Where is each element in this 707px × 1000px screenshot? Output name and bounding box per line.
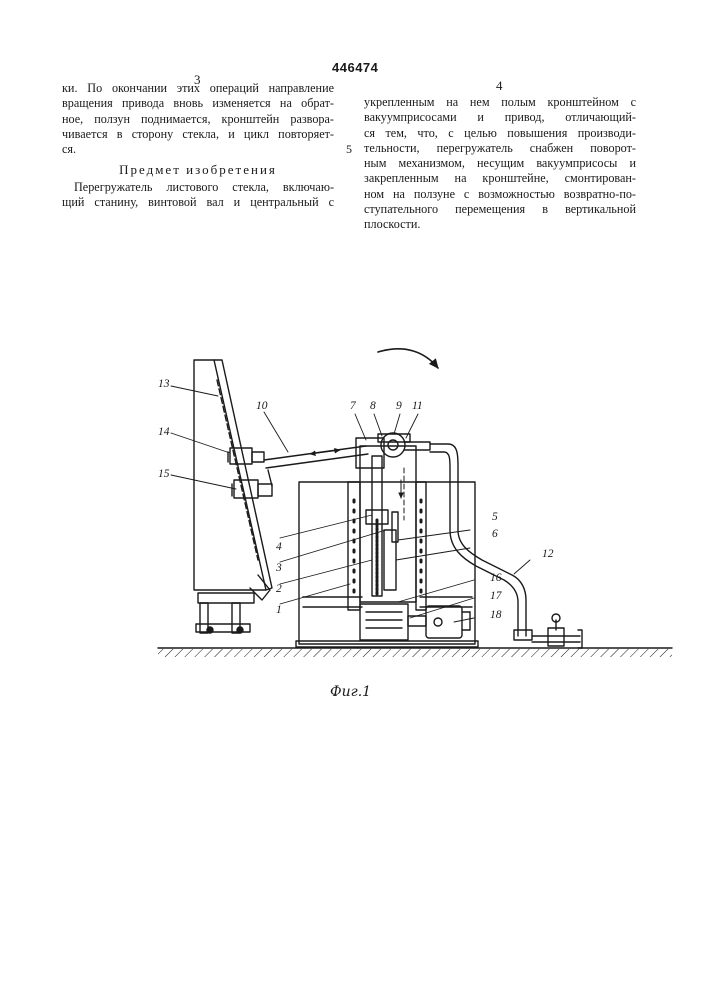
rotation-arrow xyxy=(378,349,438,368)
label-13: 13 xyxy=(158,378,170,390)
screw-column xyxy=(360,446,416,602)
label-4: 4 xyxy=(276,541,282,553)
rotation-head xyxy=(356,433,430,468)
label-18: 18 xyxy=(490,609,502,621)
label-10: 10 xyxy=(256,400,268,412)
label-2: 2 xyxy=(276,583,282,595)
label-7: 7 xyxy=(350,400,356,412)
figure-caption: Фиг.1 xyxy=(330,684,371,700)
label-6: 6 xyxy=(492,528,498,540)
label-3: 3 xyxy=(276,562,282,574)
label-16: 16 xyxy=(490,572,502,584)
bracket-arm xyxy=(264,446,368,486)
drive-motor xyxy=(360,604,470,640)
label-14: 14 xyxy=(158,426,170,438)
label-5: 5 xyxy=(492,511,498,523)
label-17: 17 xyxy=(490,590,502,602)
vacuum-hose xyxy=(430,444,582,648)
label-15: 15 xyxy=(158,468,170,480)
label-1: 1 xyxy=(276,604,282,616)
ground xyxy=(158,648,672,657)
leader-lines xyxy=(171,386,530,622)
label-11: 11 xyxy=(412,400,423,412)
label-8: 8 xyxy=(370,400,376,412)
label-12: 12 xyxy=(542,548,554,560)
label-9: 9 xyxy=(396,400,402,412)
